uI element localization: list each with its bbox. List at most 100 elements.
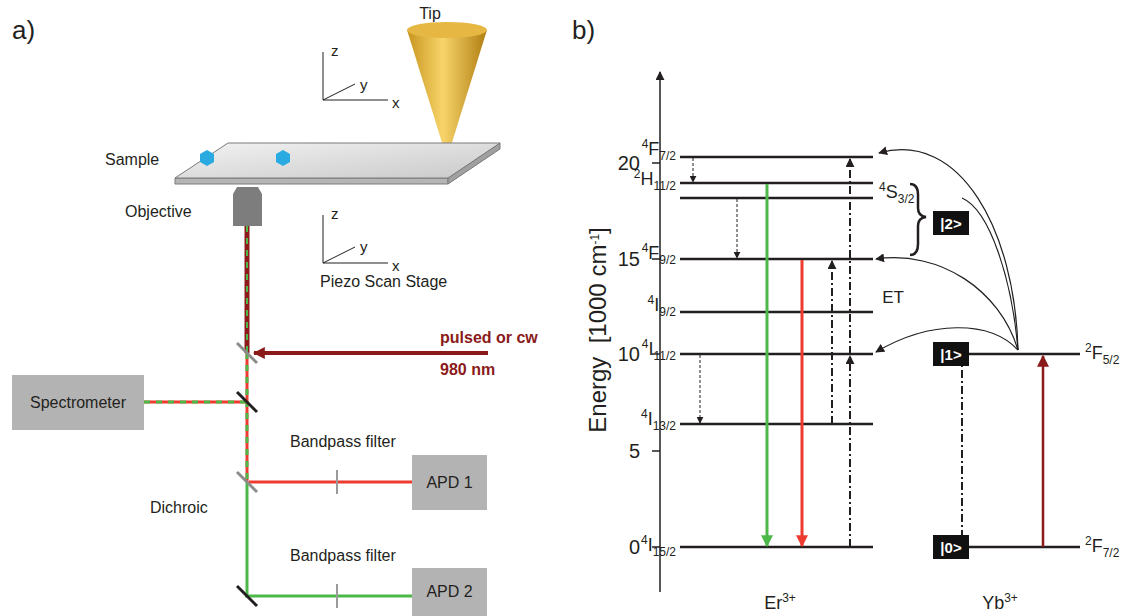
drawn-shape [245, 595, 412, 598]
drawn-shape [961, 354, 963, 545]
red-emission [801, 260, 804, 546]
drawn-shape [407, 30, 487, 152]
label-text: F [648, 139, 659, 159]
term-symbol: 2F7/2 [1085, 535, 1119, 559]
green-emission [766, 184, 769, 546]
label-text: Objective [125, 204, 192, 220]
drawn-shape [652, 450, 660, 452]
label-text: I [654, 295, 659, 315]
label-text: Bandpass filter [290, 434, 396, 450]
label-text: z [331, 43, 339, 58]
drawn-shape [175, 178, 448, 184]
label-text: 3+ [782, 591, 796, 605]
label-text: Bandpass filter [290, 548, 396, 564]
drawn-shape [879, 150, 1018, 350]
state-label: |1> [933, 342, 969, 366]
label-text: I [648, 535, 653, 555]
drawn-shape [680, 258, 873, 261]
label-text: 4 [642, 241, 649, 255]
drawn-shape [245, 226, 250, 353]
label-text: Energy [1000 cm [584, 245, 611, 433]
drawn-shape [737, 199, 738, 258]
label-text: x [392, 258, 400, 273]
drawn-shape [323, 263, 388, 264]
label-text: 9/2 [659, 253, 676, 267]
drawn-shape [336, 470, 338, 494]
drawn-shape [680, 423, 873, 426]
label-text: 7/2 [1103, 546, 1120, 560]
drawn-shape [254, 351, 488, 355]
label-text: 2 [1085, 341, 1092, 355]
label-text: 3/2 [898, 192, 915, 206]
drawn-shape [323, 52, 324, 100]
term-symbol: 2F5/2 [1085, 342, 1119, 366]
label-text: 15/2 [653, 545, 676, 559]
state-label: |2> [933, 211, 969, 235]
upconversion-steps [832, 159, 962, 547]
term-symbol: 4I11/2 [642, 338, 676, 362]
label-text: Dichroic [150, 500, 208, 516]
label-text: I [648, 409, 653, 429]
drawn-shape [237, 343, 257, 363]
bandpass-filter [336, 470, 338, 608]
term-symbol: 4F7/2 [642, 138, 676, 162]
drawn-shape [876, 258, 1018, 350]
label-text: 0 [629, 537, 640, 557]
label-text: Sample [105, 152, 159, 168]
drawn-shape [175, 143, 500, 178]
label-text: 15 [618, 249, 640, 269]
drawn-shape [680, 546, 873, 549]
label-text: 13/2 [653, 419, 676, 433]
drawn-shape [246, 226, 248, 353]
label-text: H [641, 169, 654, 189]
drawn-shape [323, 100, 388, 101]
box-text: APD 2 [426, 583, 472, 601]
drawn-shape [323, 215, 324, 263]
nanocrystal [200, 150, 214, 166]
label-text: z [331, 206, 339, 221]
beam-path [144, 226, 488, 596]
drawn-shape [237, 472, 257, 492]
drawn-shape [144, 401, 247, 404]
label-text: 5/2 [1103, 353, 1120, 367]
box-text: APD 1 [426, 474, 472, 492]
box-text: |1> [940, 346, 961, 363]
term-symbol: 4S3/2 [879, 181, 914, 205]
label-text: ] [584, 227, 611, 234]
label-text: S [886, 182, 898, 202]
drawn-shape [246, 353, 249, 482]
label-text: F [648, 243, 659, 263]
drawn-shape [700, 355, 701, 423]
label-text: 4 [648, 293, 655, 307]
relaxation [693, 158, 737, 423]
drawn-shape [237, 586, 257, 606]
mirrors [237, 343, 257, 606]
drawn-shape [680, 197, 873, 200]
term-symbol: 4I13/2 [641, 408, 676, 432]
detector-box: APD 2 [412, 568, 487, 616]
drawn-shape [680, 182, 873, 185]
drawn-shape [246, 482, 249, 596]
tip [407, 22, 487, 152]
label-text: 11/2 [654, 349, 676, 363]
drawn-shape [249, 481, 412, 484]
drawn-shape [336, 584, 338, 608]
term-symbol: 4I9/2 [648, 294, 676, 318]
label-text: I [649, 339, 654, 359]
box-text: Spectrometer [30, 394, 126, 412]
drawn-shape [680, 353, 873, 356]
axis-title: Energy [1000 cm-1] [586, 227, 610, 432]
label-text: Yb [982, 593, 1004, 613]
label-text: 980 nm [440, 362, 495, 378]
drawn-shape [144, 401, 247, 404]
drawn-shape [693, 158, 694, 182]
drawn-shape [680, 311, 873, 314]
label-text: 2 [634, 167, 641, 181]
drawn-shape [680, 156, 873, 159]
drawn-shape [831, 261, 833, 424]
label-text: y [360, 239, 368, 254]
spectrometer-box: Spectrometer [12, 375, 144, 430]
label-text: 4 [642, 337, 649, 351]
term-symbol: 2H11/2 [634, 168, 676, 192]
